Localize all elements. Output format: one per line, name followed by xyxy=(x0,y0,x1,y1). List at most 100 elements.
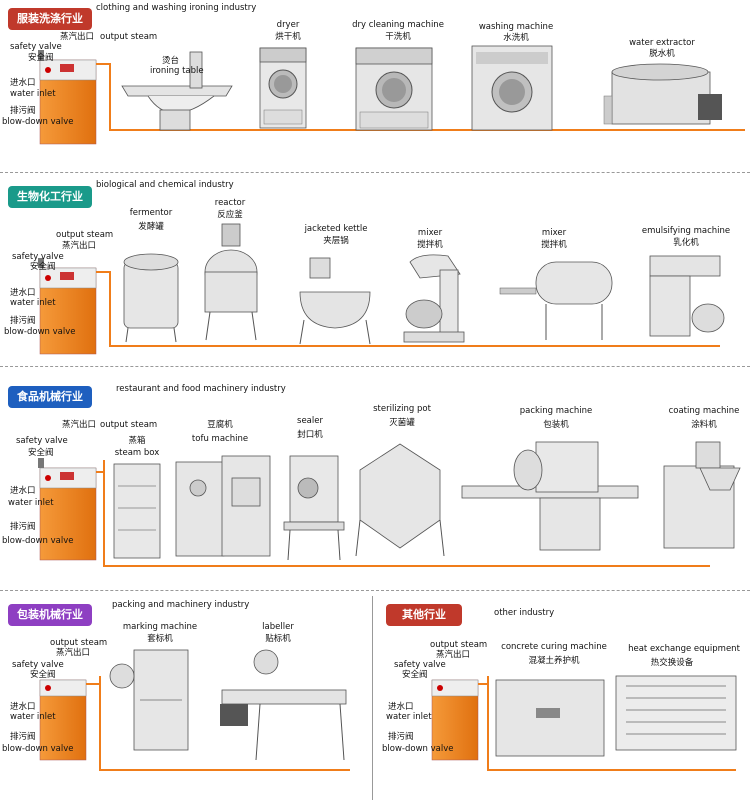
label-kettle-cn: 夹层锅 xyxy=(323,236,349,246)
label-output-steam-cn-3: 蒸汽出口 xyxy=(62,420,97,430)
label-blow-down-cn-3: 排污阀 xyxy=(10,522,36,532)
label-water-inlet-en-1: water inlet xyxy=(10,89,56,99)
label-safety-valve-cn-5: 安全阀 xyxy=(402,670,428,680)
emulsifying-machine xyxy=(649,255,725,337)
label-mixer1-en: mixer xyxy=(417,228,443,238)
label-safety-valve-cn-1: 安全阀 xyxy=(28,53,54,63)
label-marking-en: marking machine xyxy=(122,622,198,632)
industry-title-other: other industry xyxy=(494,608,555,618)
reactor xyxy=(204,223,258,341)
label-water-inlet-cn-5: 进水口 xyxy=(388,702,414,712)
heat-exchange-equipment xyxy=(615,675,737,751)
label-safety-valve-en-4: safety valve xyxy=(12,660,64,670)
sealer xyxy=(283,455,345,561)
label-mixer1-cn: 搅拌机 xyxy=(417,240,443,250)
coating-machine xyxy=(663,441,741,549)
label-safety-valve-en-5: safety valve xyxy=(394,660,446,670)
label-safety-valve-cn-2: 安全阀 xyxy=(30,262,56,272)
label-output-steam-en-1: output steam xyxy=(100,32,158,42)
label-steril-cn: 灭菌罐 xyxy=(389,418,415,428)
label-reactor-cn: 反应釜 xyxy=(217,210,243,220)
boiler-5 xyxy=(431,679,479,761)
label-washing-en: washing machine xyxy=(478,22,554,32)
label-fermentor-cn: 发酵罐 xyxy=(138,222,164,232)
industry-title-chemical: biological and chemical industry xyxy=(96,180,234,190)
label-blow-down-cn-1: 排污阀 xyxy=(10,106,36,116)
label-extractor-en: water extractor xyxy=(629,38,695,48)
packing-machine xyxy=(461,441,639,551)
label-blow-down-en-2: blow-down valve xyxy=(4,327,76,337)
divider-vertical xyxy=(372,596,373,800)
label-water-inlet-en-3: water inlet xyxy=(8,498,54,508)
label-steril-en: sterilizing pot xyxy=(373,404,431,414)
divider-1 xyxy=(0,172,750,173)
fermentor xyxy=(123,253,179,343)
dryer xyxy=(259,47,307,129)
section-packing xyxy=(39,649,350,771)
label-ironing-en: ironing table xyxy=(150,66,204,76)
label-mixer2-cn: 搅拌机 xyxy=(541,240,567,250)
label-steambox-cn: 蒸箱 xyxy=(128,436,146,446)
label-dryer-en: dryer xyxy=(276,20,300,30)
industry-title-packing: packing and machinery industry xyxy=(112,600,250,610)
steam-pipe-3 xyxy=(96,460,710,567)
concrete-curing-machine xyxy=(495,679,605,757)
label-marking-cn: 套标机 xyxy=(147,634,173,644)
sterilizing-pot xyxy=(355,443,445,557)
banner-clothing: 服装洗涤行业 xyxy=(8,8,92,30)
steam-box xyxy=(113,463,161,559)
label-safety-valve-en-1: safety valve xyxy=(10,42,62,52)
label-sealer-cn: 封口机 xyxy=(297,430,323,440)
label-water-inlet-cn-3: 进水口 xyxy=(10,486,36,496)
marking-machine xyxy=(109,649,189,751)
dry-cleaning-machine xyxy=(355,47,433,131)
label-dryclean-cn: 干洗机 xyxy=(385,32,411,42)
label-ironing-cn: 烫台 xyxy=(162,56,180,66)
label-emulsify-en: emulsifying machine xyxy=(641,226,731,236)
label-water-inlet-cn-4: 进水口 xyxy=(10,702,36,712)
label-water-inlet-cn-1: 进水口 xyxy=(10,78,36,88)
label-safety-valve-en-3: safety valve xyxy=(16,436,68,446)
label-blow-down-en-5: blow-down valve xyxy=(382,744,454,754)
label-coating-cn: 涂料机 xyxy=(691,420,717,430)
label-blow-down-en-4: blow-down valve xyxy=(2,744,74,754)
label-blow-down-cn-4: 排污阀 xyxy=(10,732,36,742)
labeller xyxy=(220,649,347,761)
label-heatex-cn: 热交换设备 xyxy=(650,658,694,668)
label-heatex-en: heat exchange equipment xyxy=(628,644,740,654)
label-concrete-cn: 混凝土养护机 xyxy=(528,656,580,666)
section-clothing xyxy=(38,45,745,145)
label-water-inlet-en-5: water inlet xyxy=(386,712,432,722)
steam-pipe-4 xyxy=(86,676,350,771)
section-other xyxy=(431,675,737,771)
label-packing-en: packing machine xyxy=(519,406,593,416)
boiler-2 xyxy=(38,258,97,355)
tofu-machine xyxy=(175,455,271,557)
label-safety-valve-cn-4: 安全阀 xyxy=(30,670,56,680)
label-blow-down-en-1: blow-down valve xyxy=(2,117,74,127)
banner-packing: 包装机械行业 xyxy=(8,604,92,626)
steam-pipe-5 xyxy=(478,676,736,771)
washing-machine xyxy=(471,45,553,131)
boiler-4 xyxy=(39,679,87,761)
label-safety-valve-cn-3: 安全阀 xyxy=(28,448,54,458)
mixer-2 xyxy=(499,261,613,340)
label-output-steam-cn-5: 蒸汽出口 xyxy=(436,650,471,660)
section-food xyxy=(38,441,741,567)
label-output-steam-en-3: output steam xyxy=(100,420,158,430)
label-reactor-en: reactor xyxy=(214,198,246,208)
label-concrete-en: concrete curing machine xyxy=(501,642,607,652)
label-extractor-cn: 脱水机 xyxy=(649,49,675,59)
boiler-1 xyxy=(38,50,97,145)
label-output-steam-en-2: output steam xyxy=(56,230,114,240)
label-output-steam-cn-1: 蒸汽出口 xyxy=(60,32,95,42)
label-output-steam-cn-4: 蒸汽出口 xyxy=(56,648,91,658)
label-emulsify-cn: 乳化机 xyxy=(673,238,699,248)
label-water-inlet-en-2: water inlet xyxy=(10,298,56,308)
boiler-3 xyxy=(38,458,97,561)
label-coating-en: coating machine xyxy=(668,406,740,416)
label-washing-cn: 水洗机 xyxy=(503,33,529,43)
divider-3 xyxy=(0,590,750,591)
label-safety-valve-en-2: safety valve xyxy=(12,252,64,262)
